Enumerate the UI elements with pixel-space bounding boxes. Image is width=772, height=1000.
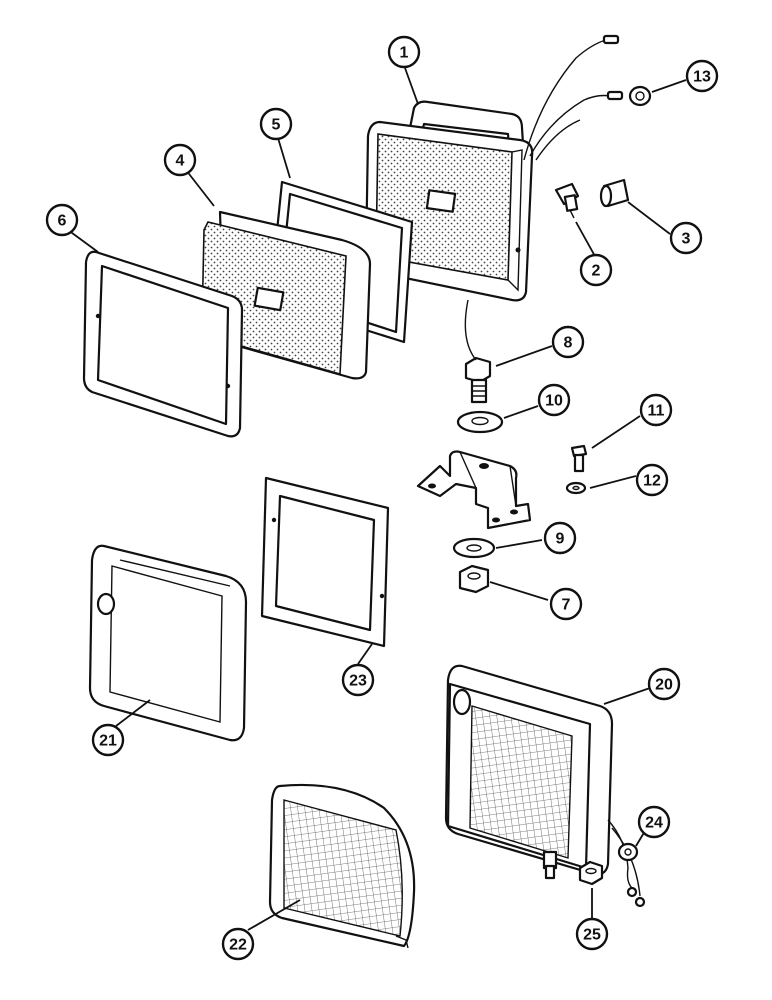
leader-lines (67, 67, 687, 931)
callout-6-label: 6 (58, 213, 67, 230)
callout-2: 2 (579, 253, 613, 287)
mounting-bracket (416, 450, 532, 530)
callout-5: 5 (259, 107, 293, 141)
lamp-assembly-part-20 (444, 664, 641, 897)
callout-21-label: 21 (99, 733, 117, 750)
bezel-part-21 (88, 544, 248, 742)
bezel-part-6 (82, 250, 244, 438)
knob-part-2 (554, 182, 580, 219)
callout-9: 9 (543, 521, 577, 555)
callout-22: 22 (221, 927, 255, 961)
grommet-part-13 (628, 85, 652, 107)
callout-8: 8 (551, 325, 585, 359)
callout-13-label: 13 (693, 69, 711, 86)
washer-part-10 (456, 410, 504, 434)
callout-8-label: 8 (564, 335, 573, 352)
screw-part-11 (570, 444, 588, 473)
lens-part-22 (268, 783, 416, 949)
grommet-part-24 (617, 842, 646, 908)
callout-1-label: 1 (400, 45, 409, 62)
callout-22-label: 22 (229, 937, 247, 954)
callout-5-label: 5 (272, 117, 281, 134)
gasket-part-23 (260, 476, 390, 648)
callout-7: 7 (549, 587, 583, 621)
callout-6: 6 (45, 203, 79, 237)
callout-7-label: 7 (562, 597, 571, 614)
callout-21: 21 (91, 723, 125, 757)
nut-part-7 (458, 564, 490, 594)
callout-13: 13 (685, 59, 719, 93)
callout-25-label: 25 (583, 927, 601, 944)
callout-3: 3 (669, 221, 703, 255)
callout-20-label: 20 (655, 677, 673, 694)
callout-24: 24 (637, 805, 671, 839)
callout-11: 11 (639, 393, 673, 427)
callout-10: 10 (537, 383, 571, 417)
callout-1: 1 (387, 35, 421, 69)
callout-24-label: 24 (645, 815, 663, 832)
nut-part-25 (578, 860, 604, 886)
bolt-part-8 (464, 299, 492, 404)
callout-12-label: 12 (643, 473, 661, 490)
callout-23-label: 23 (349, 673, 367, 690)
lockwasher-part-12 (565, 481, 587, 495)
callout-20: 20 (647, 667, 681, 701)
callout-25: 25 (575, 917, 609, 951)
washer-part-9 (452, 537, 496, 559)
callout-10-label: 10 (545, 393, 563, 410)
callout-23: 23 (341, 663, 375, 697)
callout-4: 4 (163, 143, 197, 177)
callout-12: 12 (635, 463, 669, 497)
callout-4-label: 4 (176, 153, 185, 170)
bushing-part-3 (599, 178, 630, 208)
callout-2-label: 2 (592, 263, 601, 280)
callout-11-label: 11 (648, 403, 665, 420)
callout-3-label: 3 (682, 231, 691, 248)
callout-9-label: 9 (556, 531, 565, 548)
